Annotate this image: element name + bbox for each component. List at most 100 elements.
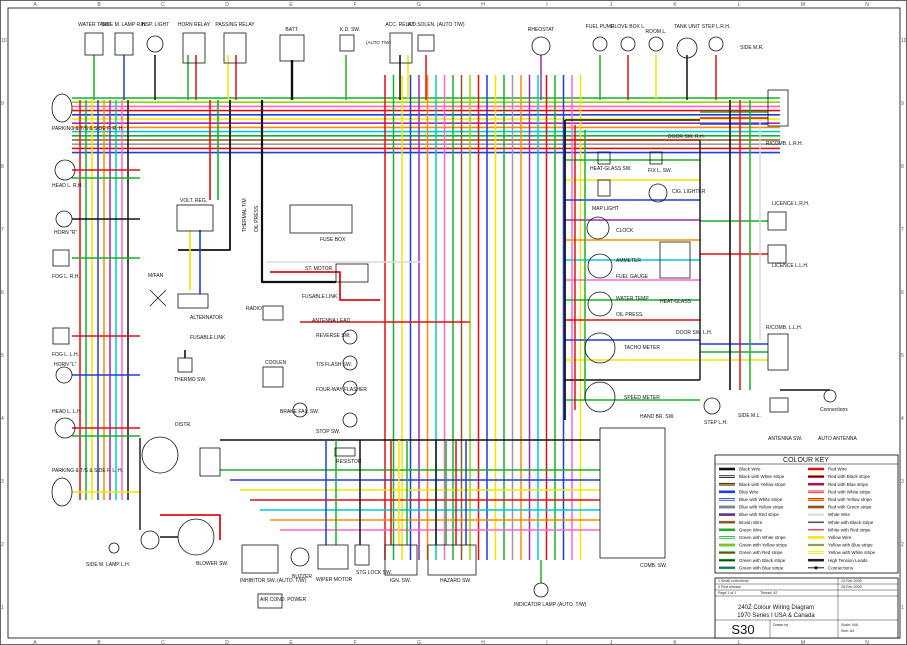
colour-key-entry: Blue with Yellow stripe	[719, 505, 784, 510]
colour-key-entry: Green with Red stripe	[719, 550, 783, 555]
grid-number-left: 6	[1, 290, 4, 296]
label-coolen: COOLEN	[265, 360, 287, 366]
key-label: Green with Black stripe	[739, 558, 786, 563]
colour-key-entry: Red Wire	[808, 467, 847, 472]
insp-light-symbol	[146, 35, 164, 53]
horn-l-symbol	[55, 366, 73, 384]
grid-letter-bottom: N	[865, 640, 869, 645]
title-size: Size: A4	[841, 629, 854, 633]
key-label: Green Wire	[739, 527, 763, 532]
label-acc-relay: ACC. RELAY	[385, 22, 415, 28]
key-dot	[814, 566, 818, 570]
licence-lamp-lh-symbol	[767, 244, 787, 264]
key-label: High Tension Leads	[828, 558, 868, 563]
label-parking-rh: PARKING & T/S & SIDE F. R. H.	[52, 126, 124, 132]
label-brake-fail: BRAKE FAIL SW.	[280, 409, 319, 415]
resistor-symbol	[334, 447, 356, 457]
grid-letter-top: A	[33, 2, 37, 8]
colour-key-box	[714, 454, 899, 574]
step-lamp-rh-symbol	[708, 36, 724, 52]
grid-number-left: 9	[1, 101, 4, 107]
blower-motor-symbol	[177, 518, 215, 556]
coolen-symbol	[262, 366, 284, 388]
label-radio: RADIO	[246, 306, 262, 312]
label-step-lrh: STEP L.R.H.	[702, 24, 731, 30]
grid-number-right: 9	[901, 101, 904, 107]
colour-key-entry: Red with Blue stripe	[808, 482, 869, 487]
label-inhibitor: INHIBITOR SW. (AUTO. T/W)	[240, 578, 306, 584]
thermo-switch-symbol	[177, 357, 193, 373]
colour-key-entry: White with Red stripe	[808, 527, 871, 532]
grid-letter-bottom: E	[289, 640, 293, 645]
grid-number-right: 8	[901, 164, 904, 170]
title-block: 1 Small corrections 0 First release Page…	[714, 577, 899, 639]
buzzer-symbol	[290, 547, 310, 567]
colour-key-entry: Green Wire	[719, 527, 763, 532]
wire	[178, 100, 231, 251]
label-oil-press: OIL PRESS.	[616, 312, 644, 318]
label-heat-glass-sw: HEAT-GLASS SW.	[590, 166, 632, 172]
brake-fail-switch-symbol	[292, 402, 308, 418]
colour-key-entry: Green with Yellow stripe	[719, 543, 788, 548]
fix-lamp-switch-symbol	[649, 151, 663, 165]
title-date2: 25-Feb-2005	[841, 585, 862, 589]
rcomb-lamp-rh-symbol	[767, 89, 789, 127]
key-label: Green with Red stripe	[739, 550, 783, 555]
four-way-flasher-symbol	[342, 380, 358, 396]
colour-key-entry: Red with White stripe	[808, 489, 871, 494]
grid-number-right: 5	[901, 353, 904, 359]
label-parking-lh: PARKING & T/S & SIDE F. L. H.	[52, 468, 123, 474]
label-reverse-sw: REVERSE SW.	[316, 333, 350, 339]
label-resistor: RESISTOR	[336, 459, 362, 465]
side-m-lamp-rh-symbol	[114, 32, 134, 56]
label-side-mr: SIDE M.R.	[740, 45, 764, 51]
grid-number-left: 2	[1, 542, 4, 548]
stop-switch-symbol	[342, 412, 358, 428]
label-fix-l-sw: FIX L. SW.	[648, 168, 672, 174]
grid-letter-bottom: G	[417, 640, 421, 645]
colour-key-entry: Connections	[808, 565, 854, 570]
licence-lamp-rh-symbol	[767, 211, 787, 231]
map-light-symbol	[597, 179, 611, 197]
grid-letter-bottom: I	[546, 640, 547, 645]
starter-motor-symbol	[335, 263, 369, 283]
colour-key-entry: Black with Yellow stripe	[719, 482, 786, 487]
label-rcomb-llh: R/COMB. L.L.H.	[766, 325, 802, 331]
grid-letter-top: I	[546, 2, 547, 8]
distributor-symbol	[141, 436, 179, 474]
title-block-box	[714, 577, 899, 639]
battery-symbol	[279, 34, 305, 62]
key-label: Red with Yellow stripe	[828, 497, 872, 502]
grid-letter-top: F	[353, 2, 356, 8]
grid-letter-bottom: A	[33, 640, 37, 645]
label-kd-auto: (AUTO T/W)	[366, 40, 391, 45]
label-fog-lh: FOG L. L.H.	[52, 352, 79, 358]
fuse-box-symbol	[289, 204, 353, 234]
grid-number-right: 2	[901, 542, 904, 548]
tacho-meter-symbol	[584, 332, 616, 364]
grid-number-left: 10	[1, 38, 7, 44]
antenna-switch-symbol	[769, 397, 789, 413]
fuel-pump-symbol	[592, 36, 608, 52]
title-rev2: 0 First release	[718, 585, 741, 589]
label-room-l: ROOM L.	[645, 29, 666, 35]
grid-letter-bottom: D	[225, 640, 229, 645]
acc-relay-symbol	[389, 32, 413, 64]
step-lamp-lh-symbol	[703, 397, 721, 415]
title-scale: Scale: N/A	[841, 623, 859, 627]
grid-letter-top: N	[865, 2, 869, 8]
label-oil-press-top: OIL PRESS.	[254, 204, 260, 232]
label-ammeter: AMMETER	[616, 258, 641, 264]
grid-letter-top: J	[610, 2, 613, 8]
auto-antenna-symbol	[823, 389, 837, 403]
room-lamp-symbol	[648, 36, 664, 52]
grid-number-left: 8	[1, 164, 4, 170]
water-temp-oil-press-symbol	[587, 291, 613, 317]
combination-switch-symbol	[599, 427, 666, 559]
label-horn-relay: HORN RELAY	[178, 22, 211, 28]
label-auto-antenna: AUTO ANTENNA	[818, 436, 857, 442]
colour-key-entry: Green with White stripe	[719, 535, 786, 540]
